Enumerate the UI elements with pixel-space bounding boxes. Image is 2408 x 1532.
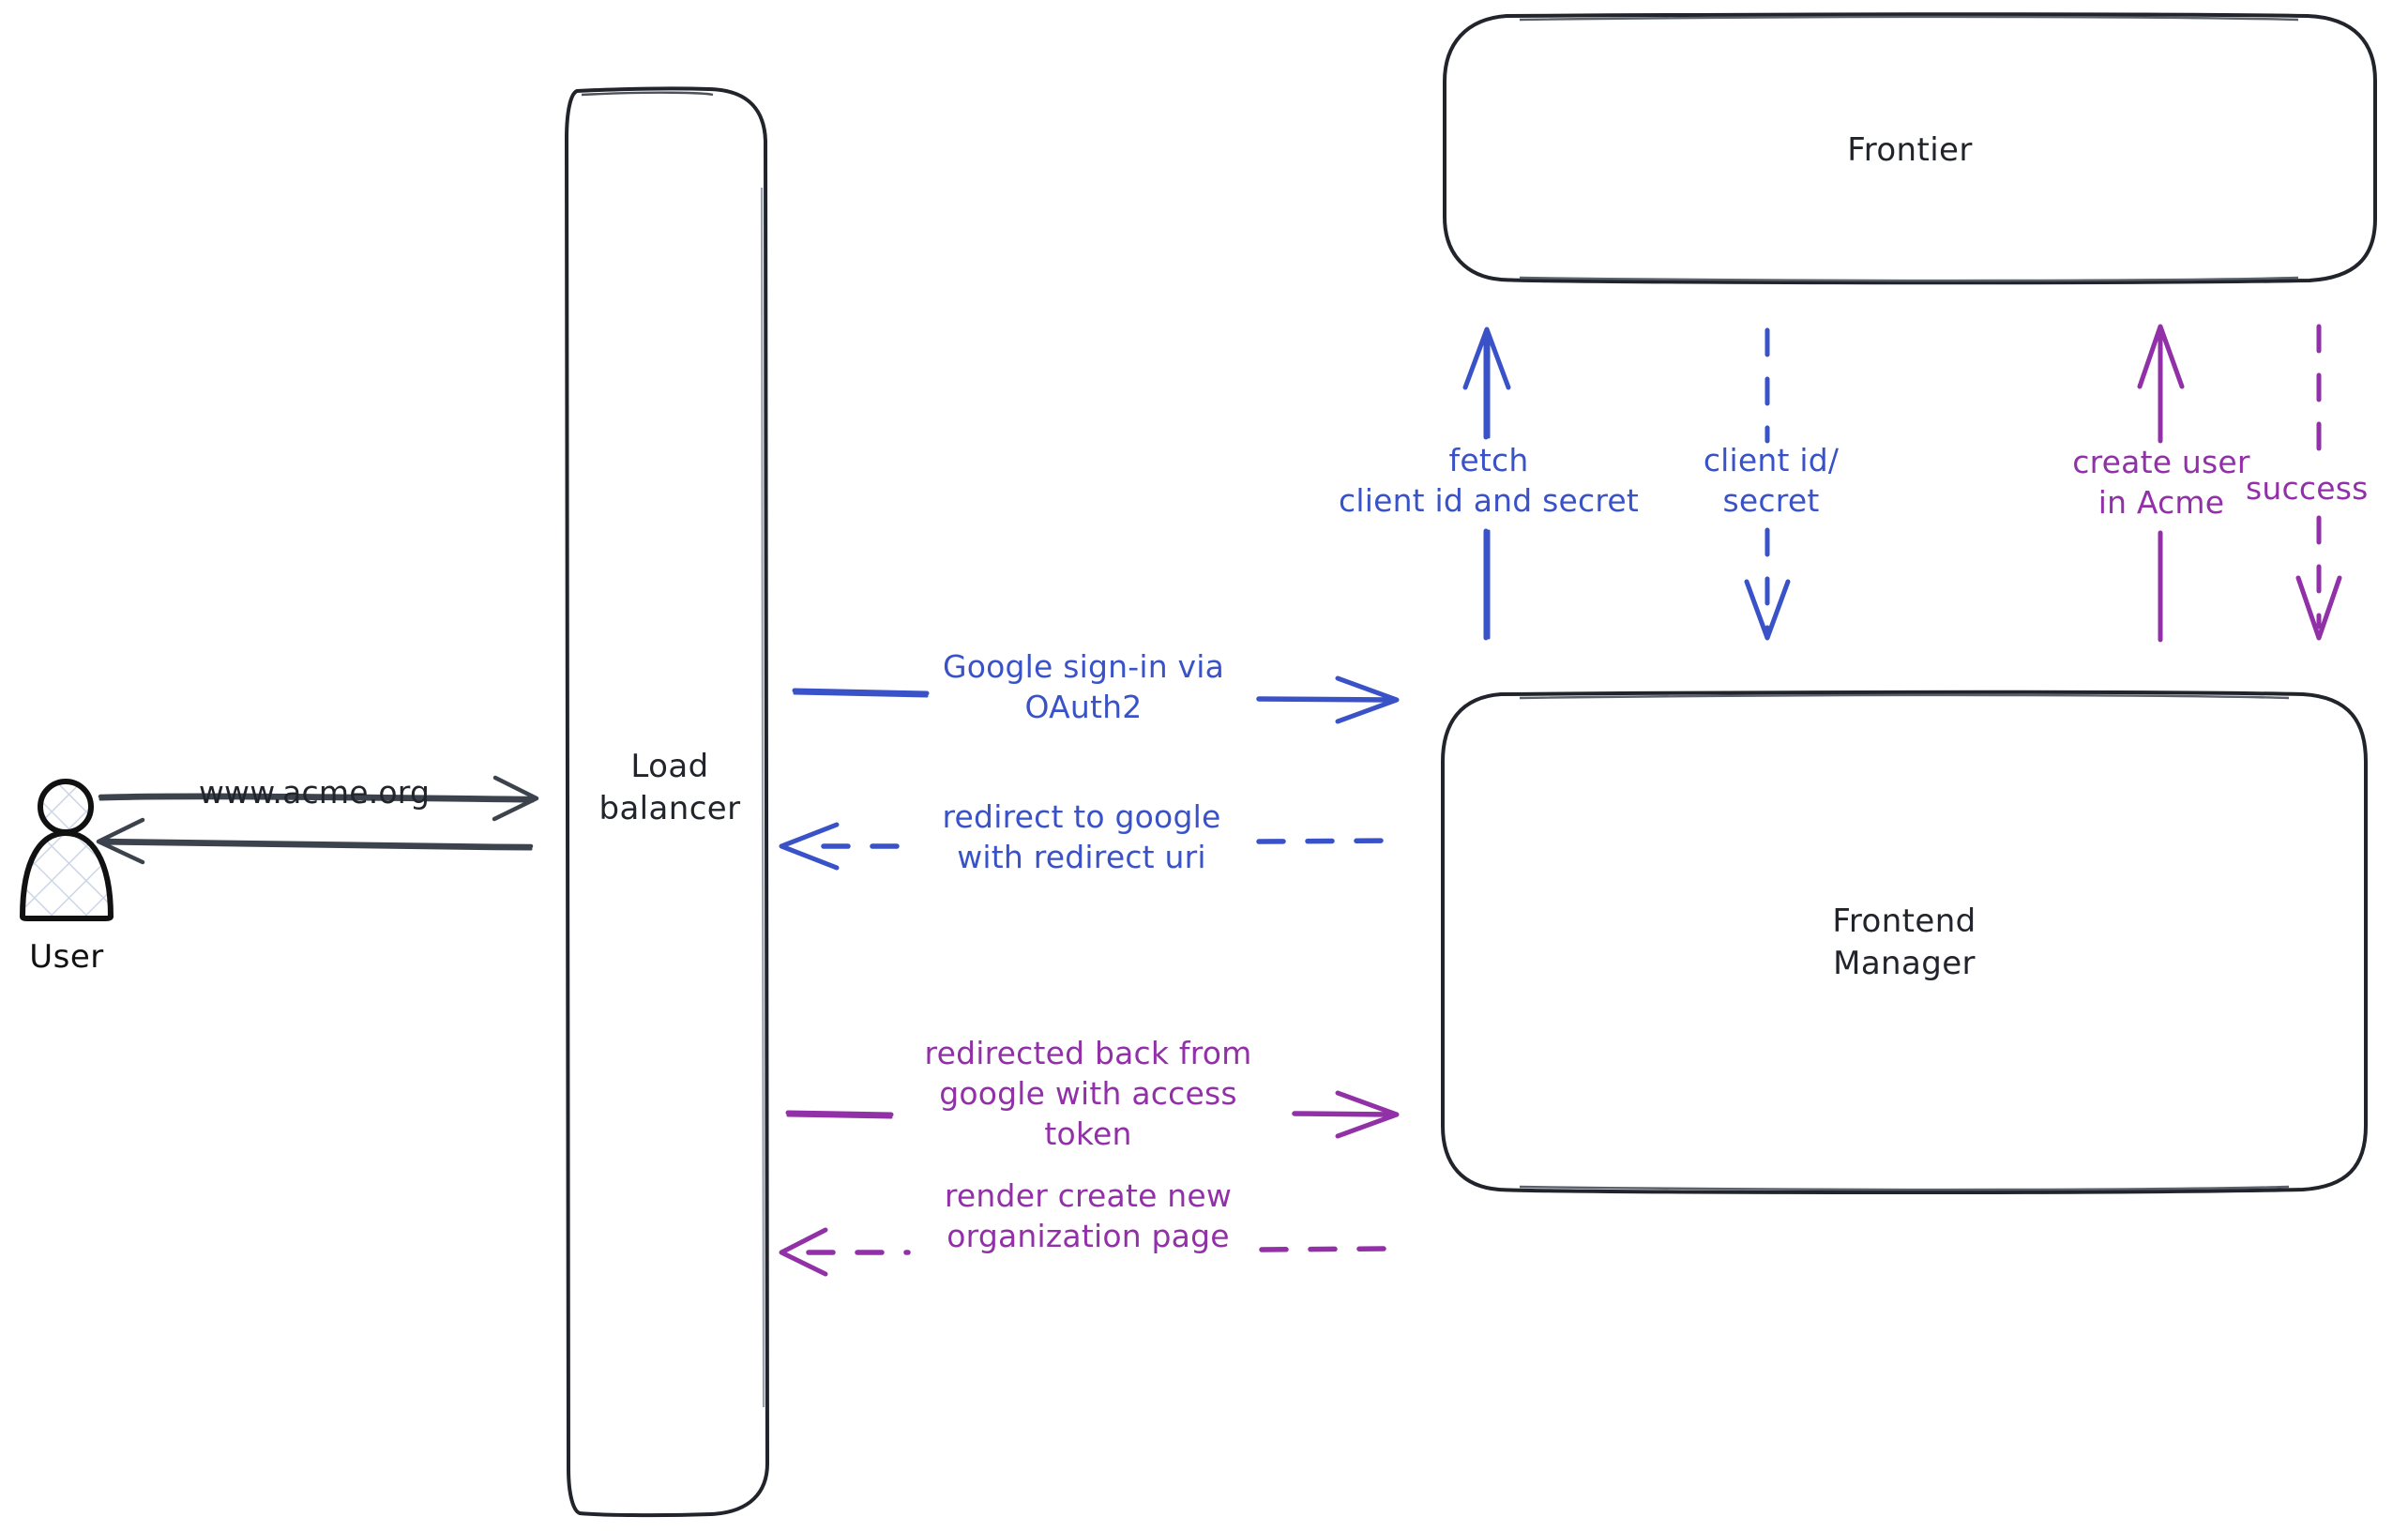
edge-label-fm-to-lb-render: render create new organization page — [944, 1177, 1233, 1254]
edge-label-fm-to-frontier-fetch: fetch client id and secret — [1338, 442, 1640, 519]
edge-lb-to-fm-token-stroke — [785, 1090, 1400, 1139]
edge-fm-to-lb-redirect-stroke — [779, 822, 1395, 871]
edge-lb-to-user — [96, 817, 534, 865]
node-label-load-balancer: Load balancer — [598, 748, 741, 827]
node-label-frontend-manager: Frontend Manager — [1832, 903, 1976, 982]
edge-lb-to-fm-signin-stroke — [792, 675, 1400, 724]
edge-label-lb-to-fm-token: redirected back from google with access … — [924, 1035, 1252, 1152]
person-icon — [20, 779, 114, 921]
node-frontier-shape[interactable] — [1443, 12, 2377, 285]
edge-label-fm-to-frontier-createuser: create user in Acme — [2072, 444, 2250, 521]
edge-fm-to-lb-render-stroke — [779, 1227, 1389, 1277]
node-label-frontier: Frontier — [1847, 131, 1973, 169]
edge-fm-to-frontier-fetch-stroke — [1462, 326, 1511, 641]
edge-label-frontier-to-fm-success: success — [2246, 470, 2369, 507]
node-frontend-manager-shape[interactable] — [1441, 690, 2368, 1195]
edge-label-frontier-to-fm-creds: client id/ secret — [1703, 442, 1840, 519]
edge-frontier-to-fm-success-stroke — [2295, 324, 2342, 641]
edge-label-fm-to-lb-redirect: redirect to google with redirect uri — [942, 798, 1221, 875]
edge-frontier-to-fm-creds-stroke — [1744, 327, 1791, 641]
edge-label-lb-to-fm-signin: Google sign-in via OAuth2 — [942, 648, 1225, 725]
edge-user-to-lb — [98, 775, 539, 822]
edge-fm-to-frontier-createuser-stroke — [2137, 324, 2185, 643]
edge-label-user-to-lb: www.acme.org — [198, 774, 431, 811]
actor-label-user: User — [29, 938, 104, 976]
node-load-balancer-shape[interactable] — [565, 86, 769, 1518]
